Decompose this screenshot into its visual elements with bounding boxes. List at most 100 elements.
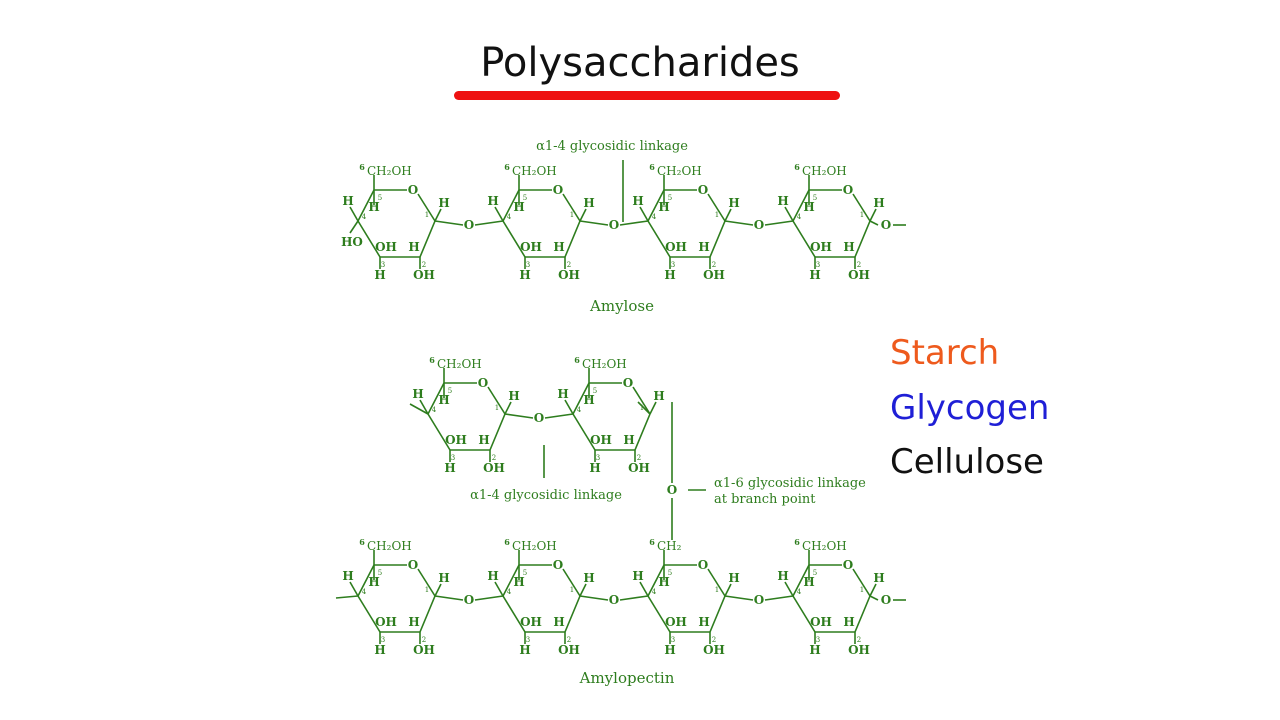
carbon-4-number: 4 — [507, 588, 512, 596]
carbon-5-number: 5 — [593, 387, 597, 395]
carbon-4-number: 4 — [362, 213, 367, 221]
h-atom: H — [632, 194, 643, 208]
carbon-2-number: 2 — [712, 261, 716, 269]
c1-h-bond — [579, 583, 587, 597]
ring-bond — [419, 595, 436, 633]
end-bond — [869, 220, 879, 226]
oh-group: OH — [558, 268, 580, 282]
glycosidic-bond — [579, 220, 609, 226]
carbon-5-number: 5 — [813, 569, 817, 577]
carbon-2-number: 2 — [422, 261, 426, 269]
carbon-1-number: 1 — [640, 404, 644, 412]
h-atom: H — [478, 433, 489, 447]
oh-group: OH — [413, 643, 435, 657]
carbon-1-number: 1 — [570, 586, 574, 594]
carbon-6-number: 6 — [429, 355, 435, 365]
oh-group: OH — [628, 461, 650, 475]
ring-bond — [502, 189, 520, 222]
h-atom: H — [658, 200, 669, 214]
ch2oh-group: CH₂OH — [437, 357, 482, 371]
c1-h-bond — [504, 401, 512, 415]
h-atom: H — [487, 569, 498, 583]
carbon-2-number: 2 — [422, 636, 426, 644]
carbon-3-number: 3 — [671, 261, 675, 269]
h-atom: H — [698, 615, 709, 629]
carbon-2-number: 2 — [712, 636, 716, 644]
ch2oh-group: CH₂OH — [657, 164, 702, 178]
glycosidic-bond — [544, 413, 574, 419]
h-atom: H — [444, 461, 455, 475]
carbon-1-number: 1 — [425, 586, 429, 594]
carbon-3-number: 3 — [381, 261, 385, 269]
glycosidic-bond — [724, 595, 754, 601]
carbon-3-number: 3 — [451, 454, 455, 462]
c4-h-bond — [784, 206, 794, 222]
carbon-3-number: 3 — [816, 261, 820, 269]
carbon-6-number: 6 — [359, 162, 365, 172]
glycosidic-bond — [619, 220, 649, 226]
ring-bond — [707, 568, 726, 597]
h-atom: H — [368, 200, 379, 214]
glycosidic-bond — [619, 595, 649, 601]
ring-bond — [357, 595, 381, 633]
ring-bond — [647, 189, 665, 222]
carbon-1-number: 1 — [570, 211, 574, 219]
ring-oxygen: O — [843, 558, 853, 572]
h-atom: H — [728, 196, 739, 210]
ring-oxygen: O — [408, 183, 418, 197]
c4-h-bond — [564, 399, 574, 415]
h-atom: H — [408, 615, 419, 629]
c4-h-bond — [494, 206, 504, 222]
c4-h-bond — [349, 581, 359, 597]
glycosidic-bond — [504, 413, 534, 419]
carbon-5-number: 5 — [523, 194, 527, 202]
bridge-oxygen: O — [534, 411, 544, 425]
ch2-group: CH₂ — [657, 539, 682, 553]
carbon-5-number: 5 — [668, 569, 672, 577]
oh-group: OH — [703, 643, 725, 657]
h-atom: H — [583, 571, 594, 585]
end-oxygen: O — [881, 218, 891, 232]
oh-group: OH — [810, 615, 832, 629]
ch2oh-group: CH₂OH — [802, 164, 847, 178]
carbon-5-number: 5 — [523, 569, 527, 577]
ring-bond — [502, 595, 526, 633]
ring-bond — [487, 386, 506, 415]
glycosidic-bond — [474, 595, 504, 601]
c4-h-bond — [639, 581, 649, 597]
branch-point-label-line2: at branch point — [714, 492, 816, 507]
carbon-3-number: 3 — [381, 636, 385, 644]
h-atom: H — [513, 575, 524, 589]
carbon-6-number: 6 — [504, 537, 510, 547]
ring-bond — [852, 568, 871, 597]
h-atom: H — [553, 240, 564, 254]
c4-h-bond — [419, 399, 429, 415]
ring-bond — [572, 413, 596, 451]
oh-group: OH — [848, 643, 870, 657]
ring-bond — [357, 564, 375, 597]
ring-bond — [647, 595, 671, 633]
h-atom: H — [873, 196, 884, 210]
h-atom: H — [583, 393, 594, 407]
h-atom: H — [653, 389, 664, 403]
h-atom: H — [438, 393, 449, 407]
bridge-oxygen: O — [609, 218, 619, 232]
oh-group: OH — [558, 643, 580, 657]
ring-bond — [502, 564, 520, 597]
c1-h-bond — [434, 583, 442, 597]
carbon-5-number: 5 — [448, 387, 452, 395]
carbon-4-number: 4 — [652, 213, 657, 221]
carbon-1-number: 1 — [425, 211, 429, 219]
ring-bond — [564, 220, 581, 258]
ring-bond — [634, 413, 651, 451]
h-atom: H — [553, 615, 564, 629]
oh-group: OH — [703, 268, 725, 282]
end-oxygen: O — [881, 593, 891, 607]
carbon-5-number: 5 — [378, 569, 382, 577]
h-atom: H — [342, 194, 353, 208]
oh-group: OH — [483, 461, 505, 475]
branch-point-oxygen: O — [667, 483, 677, 497]
carbon-6-number: 6 — [794, 537, 800, 547]
ring-bond — [427, 382, 445, 415]
